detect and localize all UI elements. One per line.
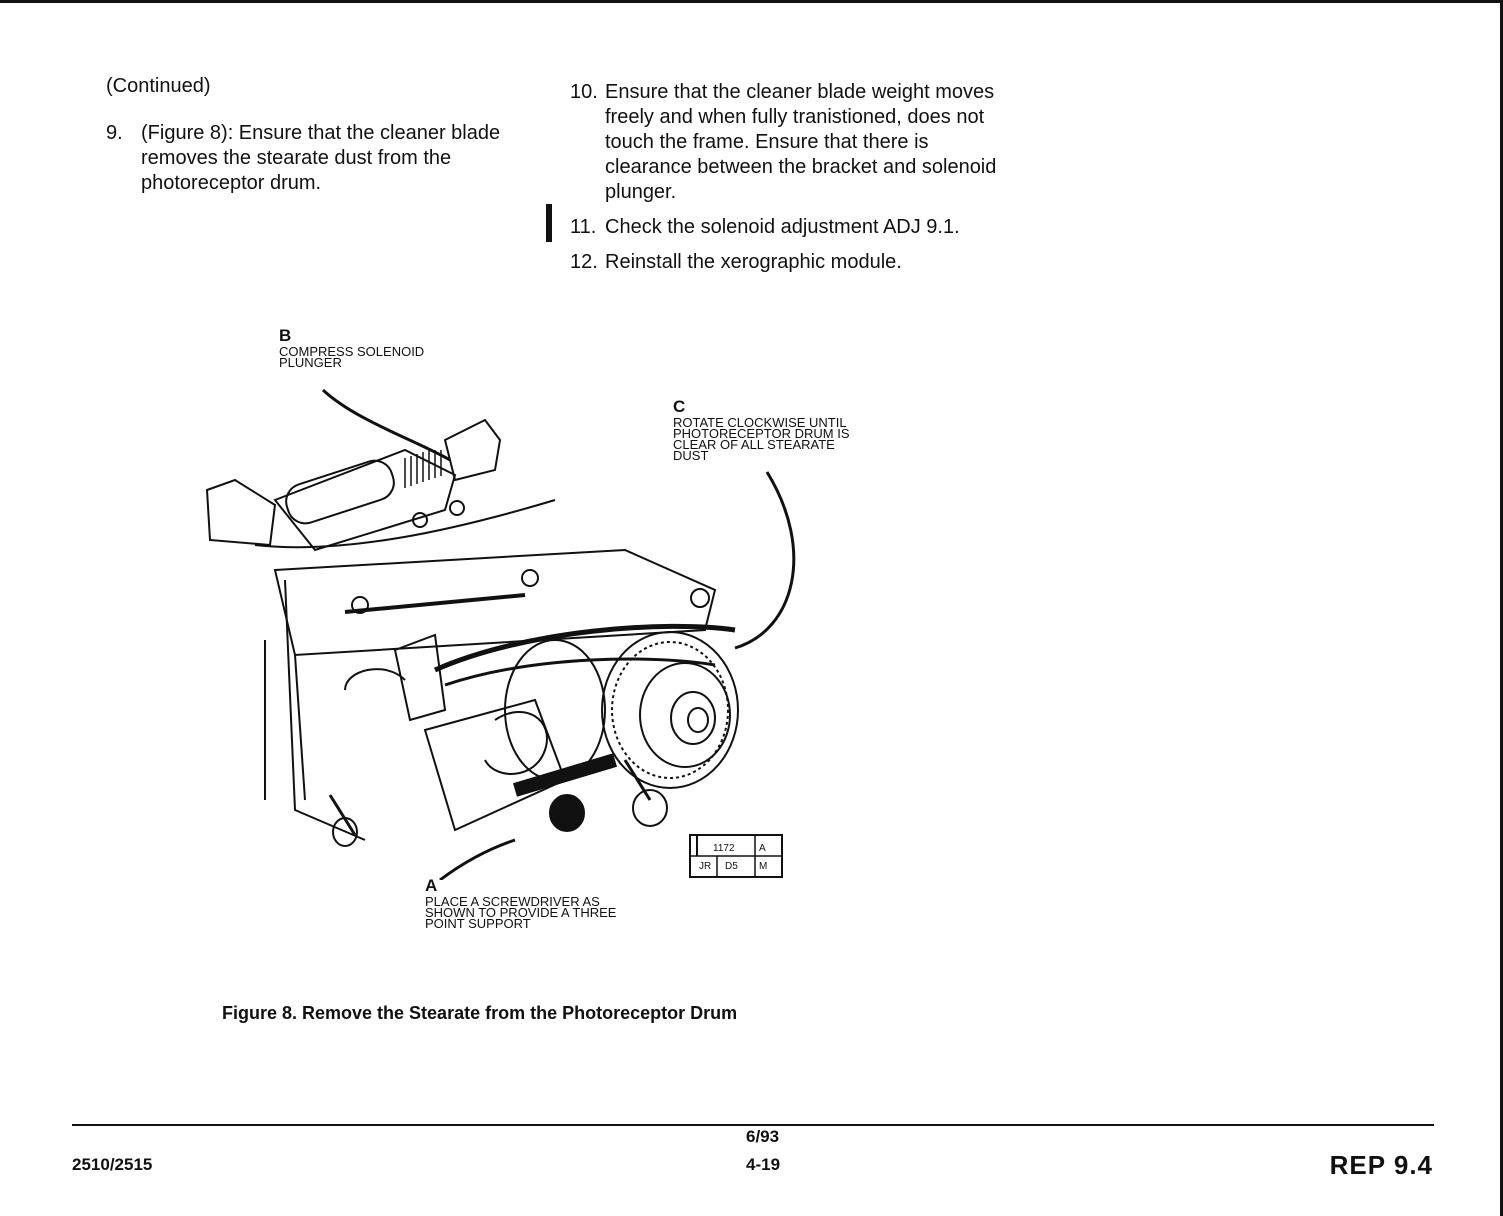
callout-line: PHOTORECEPTOR DRUM IS xyxy=(673,426,850,441)
callout-line: PLACE A SCREWDRIVER AS xyxy=(425,894,600,909)
callout-line: DUST xyxy=(673,448,709,463)
step-text: Ensure that the cleaner blade weight mov… xyxy=(605,81,997,203)
callout-letter: B xyxy=(279,326,292,345)
callout-b: B COMPRESS SOLENOID PLUNGER xyxy=(279,326,479,370)
callout-a: A PLACE A SCREWDRIVER AS SHOWN TO PROVID… xyxy=(425,876,665,931)
callout-letter: A xyxy=(425,876,438,895)
ref-cell: M xyxy=(759,861,768,872)
ref-cell: JR xyxy=(699,861,712,872)
ref-cell: 1172 xyxy=(713,843,735,854)
callout-letter: C xyxy=(673,397,686,416)
footer-rule xyxy=(72,1124,1434,1126)
step-10: 10. Ensure that the cleaner blade weight… xyxy=(570,80,1010,205)
ref-cell: D5 xyxy=(725,861,738,872)
callout-line: COMPRESS SOLENOID xyxy=(279,344,425,359)
figure-reference-box: 1172 A JR D5 M xyxy=(689,834,783,878)
callout-line: CLEAR OF ALL STEARATE xyxy=(673,437,835,452)
footer-date: 6/93 xyxy=(746,1127,780,1146)
callout-c: C ROTATE CLOCKWISE UNTIL PHOTORECEPTOR D… xyxy=(673,397,893,463)
footer-section-id: REP 9.4 xyxy=(1329,1150,1433,1180)
continued-label: (Continued) xyxy=(106,75,211,97)
callout-line: PLUNGER xyxy=(279,355,342,370)
step-11: 11. Check the solenoid adjustment ADJ 9.… xyxy=(570,215,1010,240)
step-number: 11. xyxy=(570,216,597,238)
step-number: 9. xyxy=(106,122,123,144)
step-text: (Figure 8): Ensure that the cleaner blad… xyxy=(141,122,501,194)
left-column: (Continued) 9. (Figure 8): Ensure that t… xyxy=(106,74,536,206)
right-column: 10. Ensure that the cleaner blade weight… xyxy=(570,80,1010,285)
callout-line: SHOWN TO PROVIDE A THREE xyxy=(425,905,617,920)
step-9: 9. (Figure 8): Ensure that the cleaner b… xyxy=(106,121,536,196)
ref-cell: A xyxy=(759,843,766,854)
revision-change-bar xyxy=(546,204,552,242)
footer-page-number: 4-19 xyxy=(746,1155,781,1174)
figure-caption: Figure 8. Remove the Stearate from the P… xyxy=(222,1003,738,1023)
xerographic-module-illustration xyxy=(205,388,796,880)
step-12: 12. Reinstall the xerographic module. xyxy=(570,250,1010,275)
callout-line: POINT SUPPORT xyxy=(425,916,531,931)
step-text: Check the solenoid adjustment ADJ 9.1. xyxy=(605,216,960,238)
step-text: Reinstall the xerographic module. xyxy=(605,251,902,273)
step-number: 10. xyxy=(570,81,598,103)
right-border xyxy=(1500,0,1503,1216)
top-border xyxy=(0,0,1503,3)
callout-line: ROTATE CLOCKWISE UNTIL xyxy=(673,415,847,430)
step-number: 12. xyxy=(570,251,598,273)
footer-model: 2510/2515 xyxy=(72,1155,153,1174)
reference-box-grid xyxy=(689,834,783,878)
